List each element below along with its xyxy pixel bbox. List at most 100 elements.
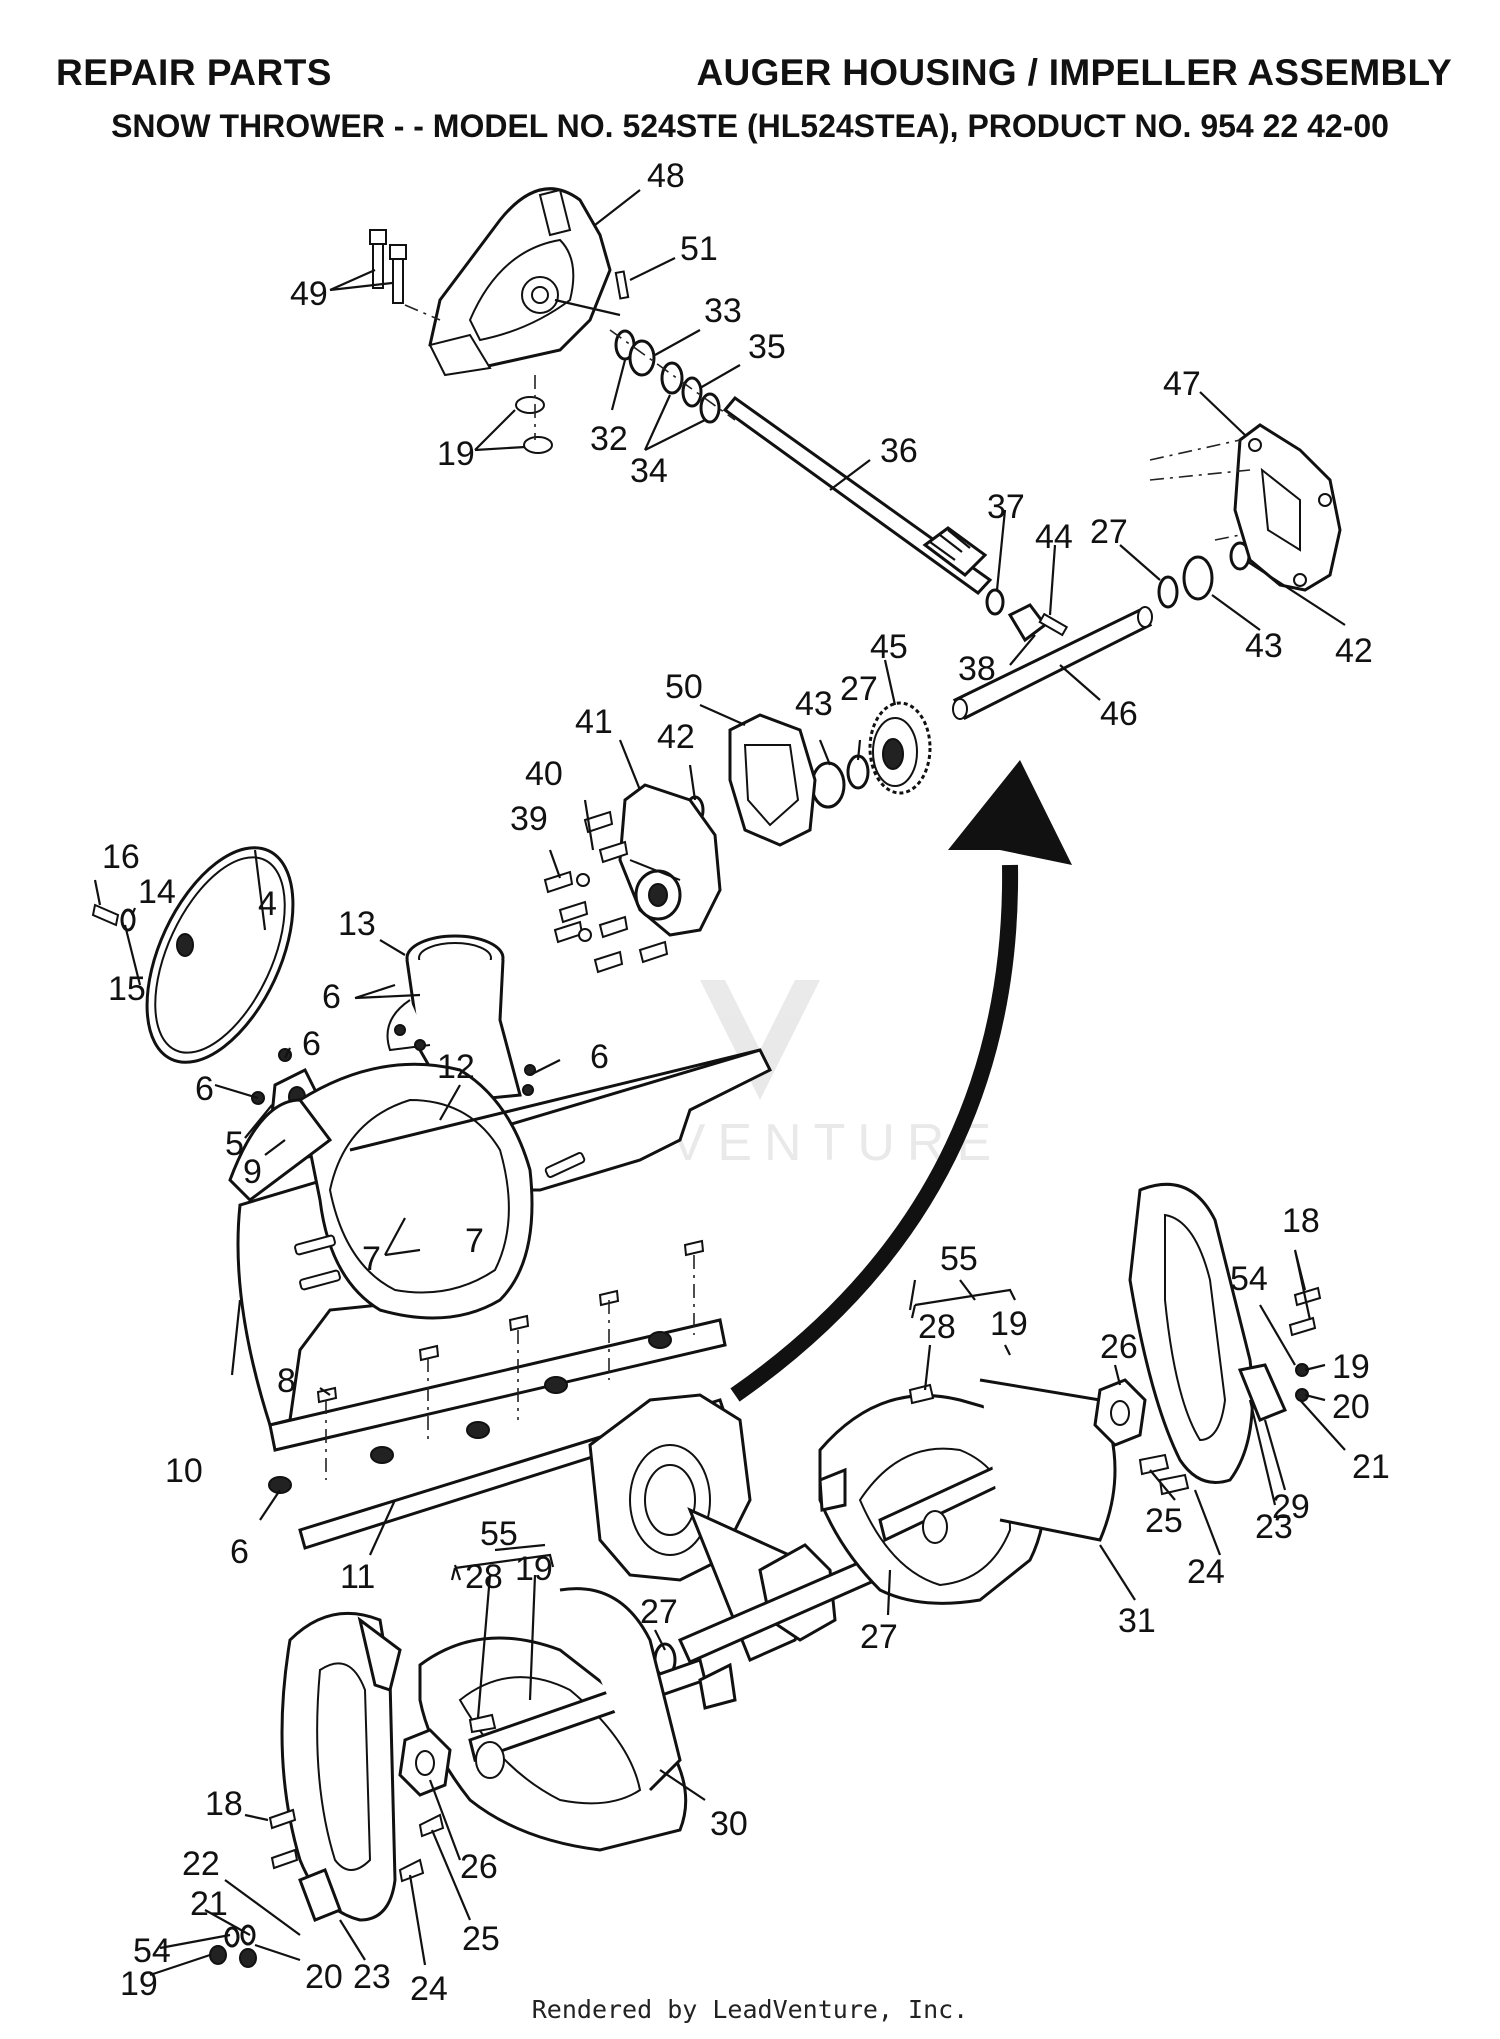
callout-16: 16 bbox=[102, 838, 140, 876]
part-bearing bbox=[1182, 555, 1214, 601]
callout-7: 7 bbox=[465, 1222, 484, 1260]
callout-20: 20 bbox=[1332, 1388, 1370, 1426]
callout-4: 4 bbox=[258, 885, 277, 923]
callout-18: 18 bbox=[205, 1785, 243, 1823]
part-bolts bbox=[369, 229, 441, 321]
callout-42: 42 bbox=[657, 718, 695, 756]
header-subtitle: SNOW THROWER - - MODEL NO. 524STE (HL524… bbox=[111, 108, 1389, 144]
assembly-direction-arrow bbox=[730, 760, 1072, 1402]
part-pin bbox=[614, 270, 630, 300]
callout-11: 11 bbox=[340, 1558, 375, 1596]
callout-48: 48 bbox=[647, 157, 685, 195]
callout-19: 19 bbox=[1332, 1348, 1370, 1386]
callout-23: 23 bbox=[353, 1958, 391, 1996]
callout-24: 24 bbox=[1187, 1553, 1225, 1591]
callout-36: 36 bbox=[880, 432, 918, 470]
part-impeller-housing bbox=[428, 187, 621, 377]
leader-lines bbox=[93, 189, 1346, 1977]
callout-6: 6 bbox=[230, 1533, 249, 1571]
part-gear-case-right bbox=[1149, 423, 1342, 592]
callout-54: 54 bbox=[1230, 1260, 1268, 1298]
part-nuts bbox=[515, 375, 553, 454]
watermark-logo-icon bbox=[700, 980, 820, 1100]
callout-46: 46 bbox=[1100, 695, 1138, 733]
part-gear-case-left bbox=[618, 783, 722, 937]
part-carriage-bolts bbox=[268, 1239, 705, 1494]
part-gearcase-bolts bbox=[543, 810, 669, 974]
callout-18: 18 bbox=[1282, 1202, 1320, 1240]
part-side-plate-right bbox=[1128, 1182, 1309, 1496]
part-pulley-washer bbox=[120, 908, 136, 932]
callout-35: 35 bbox=[748, 328, 786, 366]
header-right-title: AUGER HOUSING / IMPELLER ASSEMBLY bbox=[696, 52, 1452, 93]
part-left-hardware bbox=[209, 1808, 445, 1968]
callout-43: 43 bbox=[1245, 627, 1283, 665]
part-left-auger bbox=[418, 1587, 737, 1852]
callout-27: 27 bbox=[1090, 513, 1128, 551]
callout-labels: 48 51 49 33 35 32 34 19 36 47 37 44 27 4… bbox=[102, 157, 1390, 2008]
part-pulley bbox=[145, 846, 295, 1064]
callout-29: 29 bbox=[1272, 1488, 1310, 1526]
group-brackets bbox=[450, 1288, 1016, 1581]
header-left-title: REPAIR PARTS bbox=[56, 52, 332, 93]
part-bearing-stack bbox=[609, 329, 736, 424]
callout-27: 27 bbox=[860, 1618, 898, 1656]
callout-42: 42 bbox=[1335, 632, 1373, 670]
part-side-plate-left bbox=[280, 1611, 402, 1922]
callout-10: 10 bbox=[165, 1452, 203, 1490]
callout-55: 55 bbox=[480, 1515, 518, 1553]
callout-54: 54 bbox=[133, 1932, 171, 1970]
part-ring-left bbox=[846, 754, 870, 790]
callout-39: 39 bbox=[510, 800, 548, 838]
callout-24: 24 bbox=[410, 1970, 448, 2008]
callout-31: 31 bbox=[1118, 1602, 1156, 1640]
callout-25: 25 bbox=[462, 1920, 500, 1958]
callout-43: 43 bbox=[795, 685, 833, 723]
callout-44: 44 bbox=[1035, 518, 1073, 556]
callout-15: 15 bbox=[108, 970, 146, 1008]
callout-27: 27 bbox=[640, 1593, 678, 1631]
callout-38: 38 bbox=[958, 650, 996, 688]
callout-37: 37 bbox=[987, 488, 1025, 526]
part-bolt-28-right bbox=[908, 1383, 935, 1405]
callout-28: 28 bbox=[918, 1308, 956, 1346]
part-bolt-28-left bbox=[468, 1713, 497, 1734]
callout-21: 21 bbox=[1352, 1448, 1390, 1486]
callout-14: 14 bbox=[138, 873, 176, 911]
callout-7: 7 bbox=[362, 1240, 381, 1278]
part-worm-shaft bbox=[722, 395, 993, 595]
callout-26: 26 bbox=[1100, 1328, 1138, 1366]
callout-5: 5 bbox=[225, 1125, 244, 1163]
callout-49: 49 bbox=[290, 275, 328, 313]
callout-23: 23 bbox=[1255, 1508, 1293, 1546]
callout-47: 47 bbox=[1163, 365, 1201, 403]
part-assembled-gearbox bbox=[653, 1507, 913, 1678]
callout-19: 19 bbox=[437, 435, 475, 473]
part-washer bbox=[985, 588, 1005, 616]
callout-12: 12 bbox=[437, 1048, 475, 1086]
callout-25: 25 bbox=[1145, 1502, 1183, 1540]
callout-27: 27 bbox=[840, 670, 878, 708]
callout-33: 33 bbox=[704, 292, 742, 330]
part-axle-tube bbox=[952, 606, 1153, 720]
callout-26: 26 bbox=[460, 1848, 498, 1886]
callout-6: 6 bbox=[322, 978, 341, 1016]
callout-50: 50 bbox=[665, 668, 703, 706]
footer-credit: Rendered by LeadVenture, Inc. bbox=[531, 1995, 969, 2024]
callout-22: 22 bbox=[182, 1845, 220, 1883]
callout-55: 55 bbox=[940, 1240, 978, 1278]
part-pulley-bolt bbox=[91, 903, 120, 927]
callout-41: 41 bbox=[575, 703, 613, 741]
callout-51: 51 bbox=[680, 230, 718, 268]
callout-13: 13 bbox=[338, 905, 376, 943]
callout-9: 9 bbox=[243, 1153, 262, 1191]
part-key bbox=[1038, 612, 1069, 637]
callout-30: 30 bbox=[710, 1805, 748, 1843]
part-right-auger bbox=[818, 1378, 1117, 1605]
callout-32: 32 bbox=[590, 420, 628, 458]
callout-6: 6 bbox=[195, 1070, 214, 1108]
callout-34: 34 bbox=[630, 452, 668, 490]
callout-19: 19 bbox=[990, 1305, 1028, 1343]
callout-20: 20 bbox=[305, 1958, 343, 1996]
